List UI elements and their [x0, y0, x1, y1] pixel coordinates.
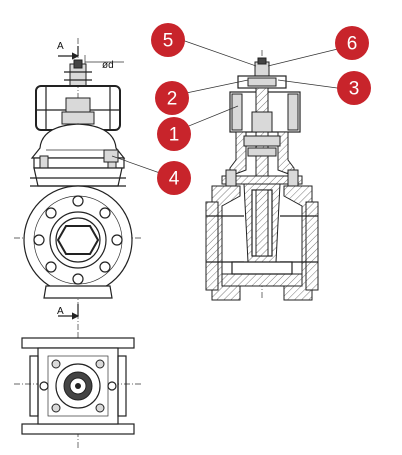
callout-number: 4 — [169, 169, 180, 190]
callout-4: 4 — [157, 161, 191, 195]
section-marker-bottom: A — [57, 304, 80, 320]
callout-number: 1 — [169, 125, 180, 146]
callout-number: 2 — [167, 89, 178, 110]
section-label-top: A — [57, 41, 64, 52]
section-view — [205, 50, 319, 301]
callout-1: 1 — [157, 117, 191, 151]
diameter-label: ød — [102, 60, 114, 71]
callout-3: 3 — [337, 71, 371, 105]
callout-number: 3 — [349, 79, 360, 100]
callout-number: 5 — [163, 31, 174, 52]
callout-5: 5 — [151, 23, 185, 57]
section-marker-top: A — [57, 41, 80, 60]
front-view: A ød — [14, 38, 142, 330]
callout-number: 6 — [347, 34, 358, 55]
callout-6: 6 — [335, 26, 369, 60]
callout-2: 2 — [155, 81, 189, 115]
top-view — [14, 332, 142, 448]
section-label-bottom: A — [57, 306, 64, 317]
